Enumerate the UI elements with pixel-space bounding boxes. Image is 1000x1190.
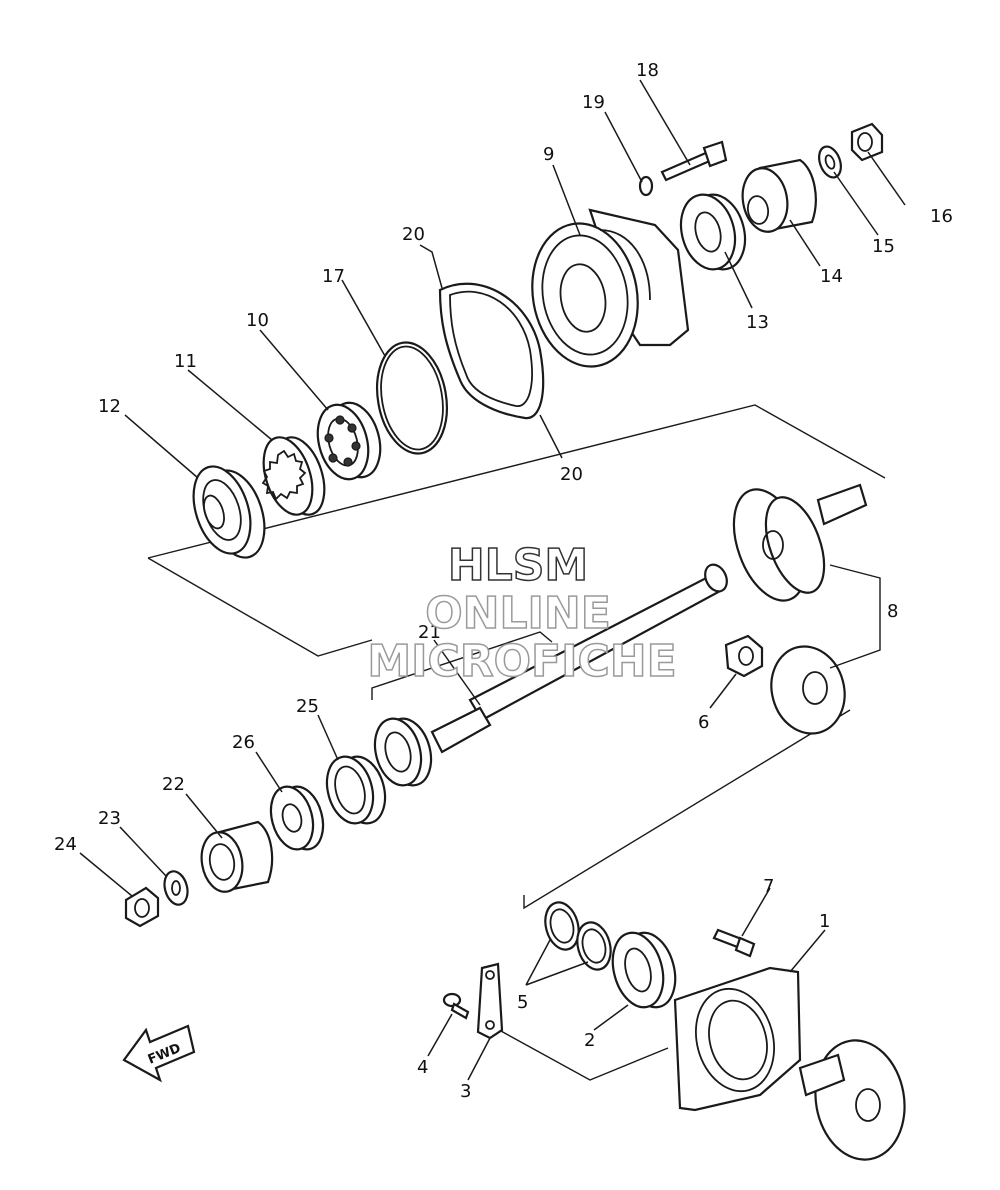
callout-7: 7 xyxy=(763,876,774,897)
callout-18: 18 xyxy=(636,60,659,81)
part-11-splined-collar[interactable] xyxy=(255,431,334,521)
part-21-drive-shaft[interactable] xyxy=(430,561,731,754)
callout-1: 1 xyxy=(819,911,830,932)
callout-9: 9 xyxy=(543,144,554,165)
part-13-bearing[interactable] xyxy=(673,189,753,276)
callout-19: 19 xyxy=(582,92,605,113)
assembly-outline-middle xyxy=(371,631,851,910)
callout-4: 4 xyxy=(417,1057,428,1078)
watermark-line-2: ONLINE xyxy=(425,588,611,639)
callout-25: 25 xyxy=(296,696,319,717)
part-15-washer[interactable] xyxy=(815,144,845,181)
part-23-washer[interactable] xyxy=(161,869,191,908)
callout-20-bottom: 20 xyxy=(560,464,583,485)
callout-14: 14 xyxy=(820,266,843,287)
part-6-nut[interactable] xyxy=(724,634,764,678)
callout-16: 16 xyxy=(930,206,953,227)
part-26-oil-seal[interactable] xyxy=(264,782,329,854)
part-5-shim-a[interactable] xyxy=(540,899,583,954)
assembly-outline-upper xyxy=(147,404,886,657)
fwd-direction-arrow: FWD xyxy=(122,1024,196,1083)
part-14-coupling[interactable] xyxy=(738,158,817,235)
callout-21: 21 xyxy=(418,622,441,643)
callout-26: 26 xyxy=(232,732,255,753)
assembly-outline-lower xyxy=(489,1024,669,1081)
part-8-bracket xyxy=(829,564,881,669)
part-8-bevel-gear-lower[interactable] xyxy=(762,638,854,742)
callout-3: 3 xyxy=(460,1081,471,1102)
part-20-gasket[interactable] xyxy=(438,282,545,420)
leader-lines xyxy=(79,79,906,1081)
part-7-bolt[interactable] xyxy=(712,928,756,958)
part-4-screw[interactable] xyxy=(442,992,470,1020)
part-26-seal-collar[interactable] xyxy=(320,751,392,828)
callout-13: 13 xyxy=(746,312,769,333)
callout-23: 23 xyxy=(98,808,121,829)
part-10-ball-bearing[interactable] xyxy=(310,397,388,485)
ring-gear[interactable] xyxy=(798,1033,914,1166)
part-1-bearing-housing[interactable] xyxy=(673,966,802,1112)
callout-10: 10 xyxy=(246,310,269,331)
callout-8: 8 xyxy=(887,601,898,622)
watermark-line-3: MICROFICHE xyxy=(367,636,676,687)
part-18-bolt[interactable] xyxy=(660,140,728,182)
callout-20-top: 20 xyxy=(402,224,425,245)
callout-17: 17 xyxy=(322,266,345,287)
part-12-bearing[interactable] xyxy=(183,459,274,565)
part-25-ball-bearing[interactable] xyxy=(368,713,438,790)
part-22-coupling[interactable] xyxy=(197,820,274,895)
part-16-nut[interactable] xyxy=(850,122,884,162)
part-5-shim-b[interactable] xyxy=(572,919,615,974)
callout-5: 5 xyxy=(517,992,528,1013)
callout-6: 6 xyxy=(698,712,709,733)
part-24-nut[interactable] xyxy=(124,886,160,928)
callout-12: 12 xyxy=(98,396,121,417)
callout-11: 11 xyxy=(174,351,197,372)
part-19-washer[interactable] xyxy=(638,175,654,197)
callout-22: 22 xyxy=(162,774,185,795)
watermark: HLSM ONLINE MICROFICHE xyxy=(367,539,678,688)
callout-2: 2 xyxy=(584,1030,595,1051)
watermark-line-1: HLSM xyxy=(448,540,588,591)
part-8-bevel-gear-upper[interactable] xyxy=(720,480,868,611)
callout-labels: 18 19 9 16 15 14 13 20 20 17 10 11 12 8 … xyxy=(54,60,953,1102)
part-3-lock-plate[interactable] xyxy=(476,962,504,1040)
part-17-o-ring[interactable] xyxy=(369,337,455,459)
callout-15: 15 xyxy=(872,236,895,257)
part-2-ball-bearing[interactable] xyxy=(605,927,683,1013)
part-9-housing[interactable] xyxy=(521,208,690,375)
callout-24: 24 xyxy=(54,834,77,855)
